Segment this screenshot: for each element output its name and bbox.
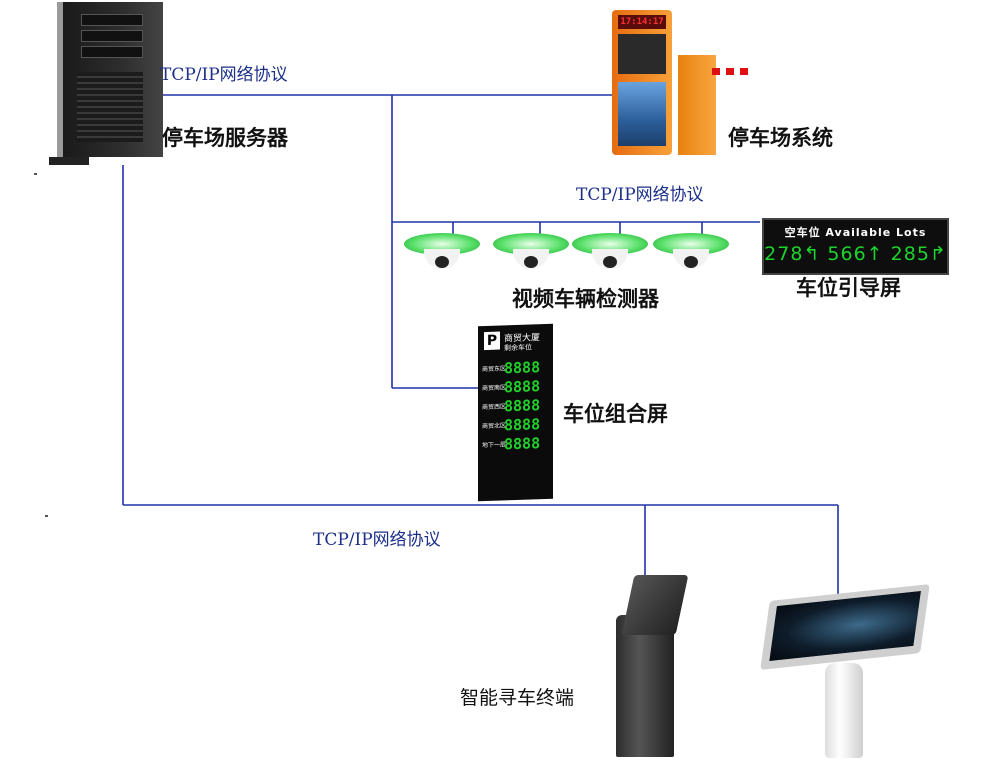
guidance-header: 空车位 Available Lots — [764, 224, 947, 240]
guidance-screen-icon: 空车位 Available Lots 278↰ 566↑ 285↱ — [762, 218, 949, 275]
touch-kiosk-icon — [765, 593, 925, 758]
protocol-label-middle: TCP/IP网络协议 — [576, 180, 704, 205]
guidance-screen-label: 车位引导屏 — [796, 272, 901, 302]
detectors-label: 视频车辆检测器 — [512, 283, 659, 313]
barrier-icon — [678, 55, 716, 155]
parking-p-icon: P — [484, 332, 500, 351]
arrow-left-turn-icon: ↰ — [803, 243, 820, 265]
combo-row-value: 8888 — [504, 358, 540, 377]
combo-row-value: 8888 — [504, 434, 540, 453]
server-label: 停车场服务器 — [162, 122, 288, 152]
dot-mark — [45, 515, 48, 517]
combo-screen-label: 车位组合屏 — [563, 398, 668, 428]
parking-system-label: 停车场系统 — [728, 122, 833, 152]
kiosk-label: 智能寻车终端 — [460, 683, 574, 710]
combo-row-value: 8888 — [504, 396, 540, 415]
server-icon — [57, 2, 163, 157]
gate-time-display: 17:14:17 — [618, 15, 666, 29]
protocol-label-bottom: TCP/IP网络协议 — [313, 525, 441, 550]
detector-icon — [493, 233, 569, 279]
combo-row-value: 8888 — [504, 415, 540, 434]
kiosk-terminal-icon — [610, 575, 682, 757]
guidance-value: 566 — [827, 243, 866, 265]
combo-row-label: 商贸南区 — [482, 382, 506, 392]
arrow-right-turn-icon: ↱ — [930, 243, 947, 265]
combo-subtitle: 剩余车位 — [504, 342, 532, 353]
combo-row-label: 商贸东区 — [482, 363, 506, 373]
combo-row-value: 8888 — [504, 377, 540, 396]
detector-icon — [653, 233, 729, 279]
guidance-values: 278↰ 566↑ 285↱ — [764, 243, 947, 265]
protocol-label-top: TCP/IP网络协议 — [160, 60, 288, 85]
dot-mark — [34, 173, 37, 175]
gate-terminal-icon: 17:14:17 — [612, 10, 672, 155]
combo-row-label: 地下一层 — [482, 439, 506, 449]
barrier-arm — [712, 68, 748, 75]
arrow-up-icon: ↑ — [867, 243, 884, 265]
combo-row-label: 商贸西区 — [482, 401, 506, 411]
detector-icon — [572, 233, 648, 279]
guidance-value: 285 — [891, 243, 930, 265]
combo-row-label: 商贸北区 — [482, 420, 506, 430]
guidance-value: 278 — [764, 243, 803, 265]
detector-icon — [404, 233, 480, 279]
